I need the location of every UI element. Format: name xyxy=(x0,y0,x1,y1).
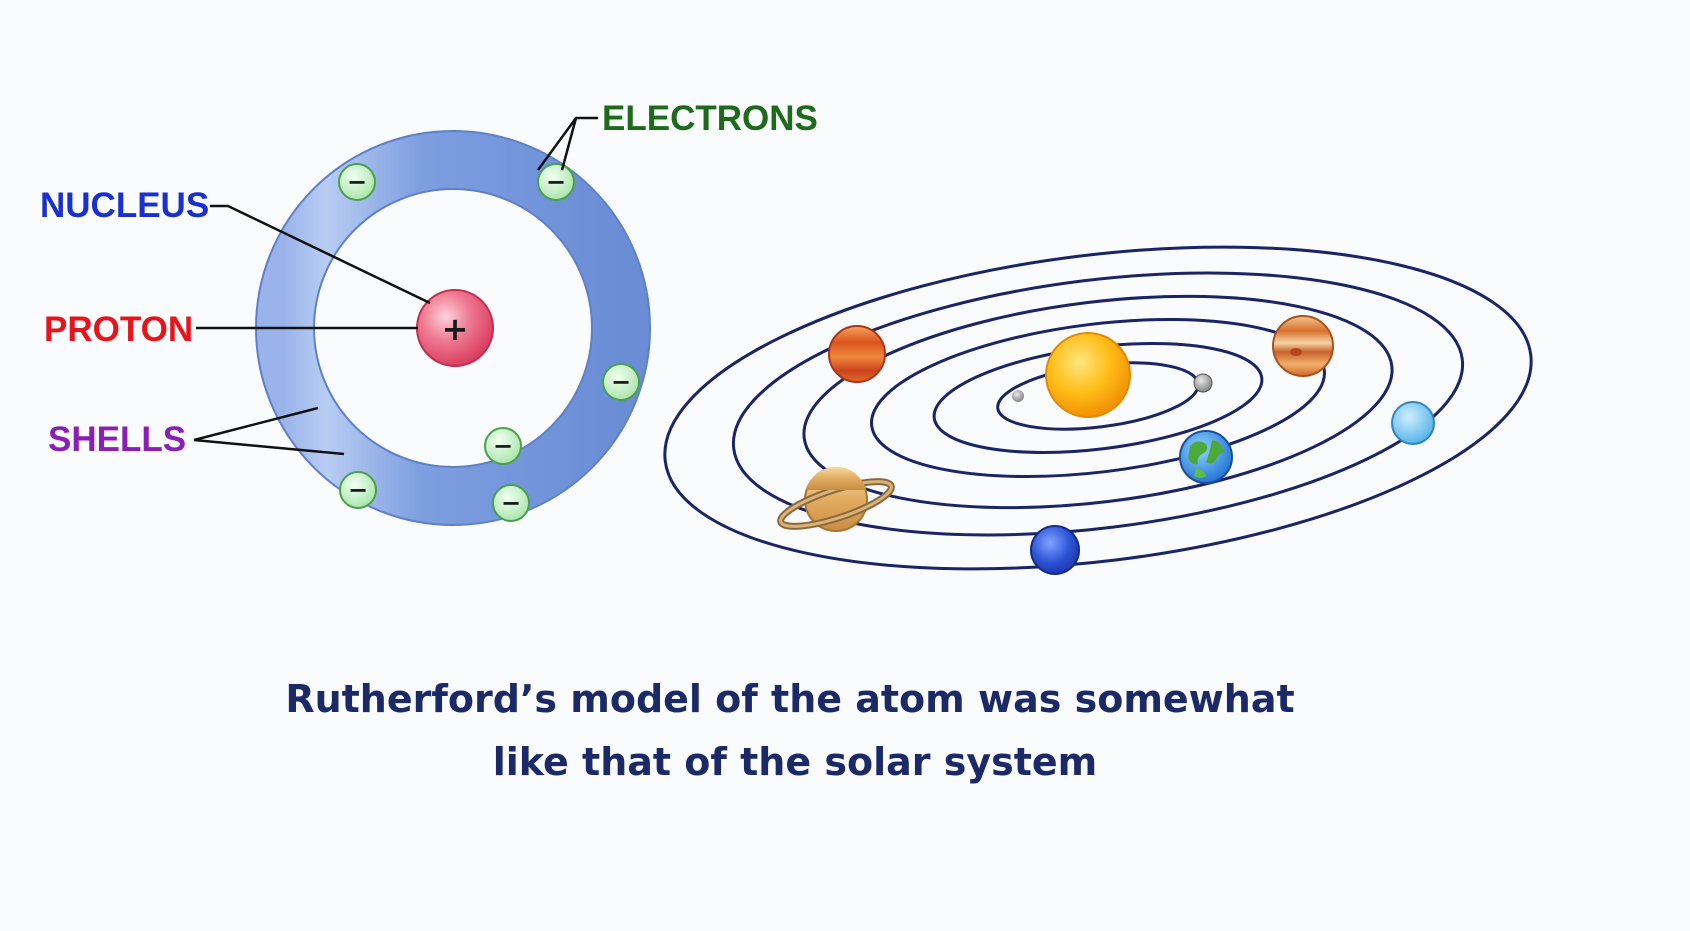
electron: − xyxy=(492,484,530,522)
caption-line-2: like that of the solar system xyxy=(493,740,1098,784)
jupiter-planet xyxy=(1272,315,1334,377)
electron: − xyxy=(484,427,522,465)
orbit-ring xyxy=(870,317,1326,479)
orbit-ring xyxy=(802,294,1394,510)
caption-line-1: Rutherford’s model of the atom was somew… xyxy=(285,677,1294,721)
uranus-planet xyxy=(1391,401,1435,445)
sun xyxy=(1045,332,1131,418)
minus-sign: − xyxy=(501,489,521,517)
orbit-ring xyxy=(731,271,1465,537)
proton-label: PROTON xyxy=(44,310,193,349)
minus-sign: − xyxy=(347,168,367,196)
electron: − xyxy=(602,363,640,401)
orbit-ring xyxy=(663,245,1533,571)
atom-model: + − − − − − − xyxy=(40,99,818,526)
shells-leader xyxy=(193,406,319,442)
minus-sign: − xyxy=(348,476,368,504)
neptune-planet xyxy=(1030,525,1080,575)
minus-sign: − xyxy=(493,432,513,460)
electrons-leader xyxy=(560,117,578,171)
electron: − xyxy=(338,163,376,201)
proton-nucleus: + xyxy=(416,289,494,367)
saturn-planet xyxy=(777,466,895,532)
electron: − xyxy=(339,471,377,509)
minus-sign: − xyxy=(611,368,631,396)
solar-system xyxy=(663,245,1533,575)
orbits xyxy=(663,245,1533,571)
electron: − xyxy=(537,163,575,201)
venus-planet xyxy=(1193,373,1213,393)
plus-sign: + xyxy=(442,310,469,348)
nucleus-leader xyxy=(210,204,431,305)
shells-label: SHELLS xyxy=(48,420,186,459)
minus-sign: − xyxy=(546,168,566,196)
mars-planet xyxy=(828,325,886,383)
leader-lines xyxy=(193,116,598,456)
electrons-label: ELECTRONS xyxy=(602,99,818,138)
nucleus-label: NUCLEUS xyxy=(40,186,209,225)
earth-planet xyxy=(1179,430,1233,484)
shells-leader xyxy=(193,438,345,456)
mercury-planet xyxy=(1012,390,1024,402)
caption: Rutherford’s model of the atom was somew… xyxy=(285,677,1294,784)
